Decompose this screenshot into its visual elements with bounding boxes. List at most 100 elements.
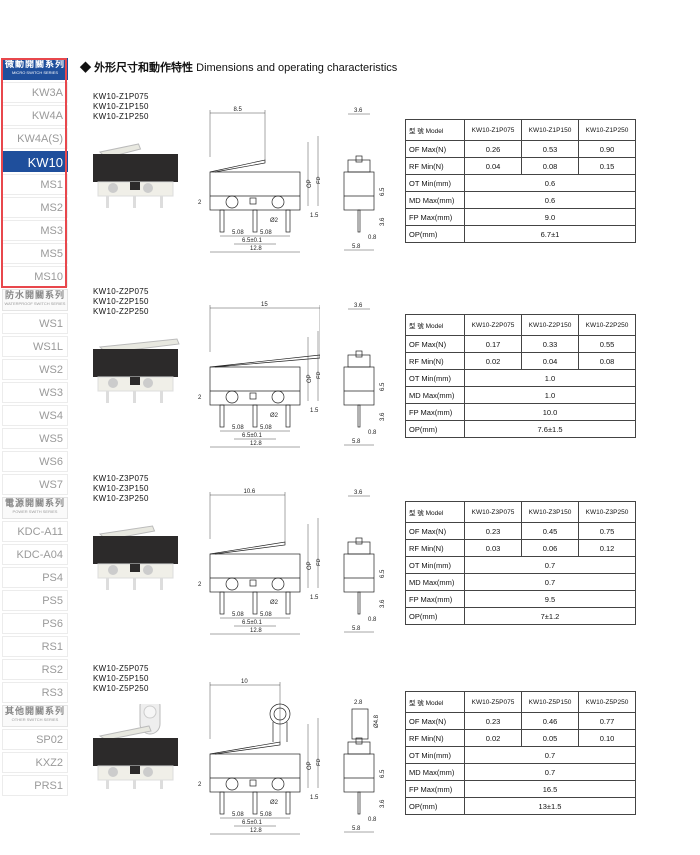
front-dimension-drawing: 10.6 OP FP 1.5 2 Ø2 5.08 5.08 6.5±0.1 12… xyxy=(198,489,320,635)
pitch-1: 5.08 xyxy=(232,425,244,431)
group-title-cn: 其他開關系列 xyxy=(4,706,65,716)
lever-length-label: 15 xyxy=(261,302,268,308)
row-label: MD Max(mm) xyxy=(405,573,465,591)
sidebar-item-ws1[interactable]: WS1 xyxy=(2,313,68,334)
sidebar-item-ws7[interactable]: WS7 xyxy=(2,474,68,495)
model-name: KW10-Z5P075 xyxy=(464,691,522,713)
sidebar-item-ws6[interactable]: WS6 xyxy=(2,451,68,472)
md-value: 0.6 xyxy=(464,191,636,209)
diamond-bullet-icon: ◆ xyxy=(80,62,91,74)
of-value: 0.46 xyxy=(521,712,579,730)
of-value: 0.23 xyxy=(464,522,522,540)
model-name: KW10-Z5P250 xyxy=(578,691,636,713)
dim-2: 2 xyxy=(198,782,202,788)
pitch-2: 5.08 xyxy=(260,230,272,236)
fp-label: FP xyxy=(317,176,320,184)
switch-photo xyxy=(93,525,178,590)
row-label: OF Max(N) xyxy=(405,140,465,158)
group-title-en: OTHER SWITCH SERIES xyxy=(11,717,59,722)
dim-2: 2 xyxy=(198,582,202,588)
sidebar-item-ws1l[interactable]: WS1L xyxy=(2,336,68,357)
pin-spacing: 6.5±0.1 xyxy=(242,620,263,626)
sidebar-item-ps5[interactable]: PS5 xyxy=(2,590,68,611)
op-value: 13±1.5 xyxy=(464,797,636,815)
pin-width-label: 0.8 xyxy=(368,817,377,823)
rf-value: 0.08 xyxy=(578,352,636,370)
model-label: KW10-Z2P075 xyxy=(93,287,149,296)
model-name: KW10-Z1P250 xyxy=(578,119,636,141)
of-value: 0.45 xyxy=(521,522,579,540)
front-dimension-drawing: 15 OP FP 1.5 2 Ø2 5.08 5.08 6.5±0.1 12.8 xyxy=(198,302,320,448)
model-name: KW10-Z3P250 xyxy=(578,501,636,523)
length-label: 12.8 xyxy=(250,441,262,447)
front-dimension-drawing: 10 OP FP 1.5 2 Ø2 5.08 5.08 6.5±0.1 12.8 xyxy=(198,679,320,835)
sidebar-item-prs1[interactable]: PRS1 xyxy=(2,775,68,796)
sidebar-item-ps6[interactable]: PS6 xyxy=(2,613,68,634)
model-label: KW10-Z2P150 xyxy=(93,297,149,306)
sidebar-item-ws3[interactable]: WS3 xyxy=(2,382,68,403)
pitch-2: 5.08 xyxy=(260,612,272,618)
group-title-cn: 微動開關系列 xyxy=(4,59,65,69)
op-label: OP xyxy=(307,179,313,188)
sidebar-item-kdc-a11[interactable]: KDC-A11 xyxy=(2,521,68,542)
hole-dia: Ø2 xyxy=(270,413,279,419)
model-label: KW10-Z2P250 xyxy=(93,307,149,316)
sidebar-item-rs3[interactable]: RS3 xyxy=(2,682,68,703)
sidebar-item-kdc-a04[interactable]: KDC-A04 xyxy=(2,544,68,565)
hole-dia: Ø2 xyxy=(270,600,279,606)
model-label: KW10-Z3P250 xyxy=(93,494,149,503)
op-label: OP xyxy=(307,761,313,770)
sidebar-item-ws4[interactable]: WS4 xyxy=(2,405,68,426)
fp-value: 16.5 xyxy=(464,780,636,798)
row-label: OT Min(mm) xyxy=(405,746,465,764)
side-dimension-drawing: 2.8Ø4.8 6.5 3.6 0.8 5.8 xyxy=(343,700,386,833)
model-name: KW10-Z2P075 xyxy=(464,314,522,336)
pitch-1: 5.08 xyxy=(232,812,244,818)
model-label: KW10-Z5P250 xyxy=(93,684,149,693)
sidebar-item-ws2[interactable]: WS2 xyxy=(2,359,68,380)
sidebar-item-ps4[interactable]: PS4 xyxy=(2,567,68,588)
depth-label: 5.8 xyxy=(352,439,361,445)
fp-label: FP xyxy=(317,758,320,766)
fp-value: 9.5 xyxy=(464,590,636,608)
roller-width: 2.8 xyxy=(354,700,363,706)
sidebar-item-ws5[interactable]: WS5 xyxy=(2,428,68,449)
pin-length-label: 3.6 xyxy=(380,412,386,421)
op-value: 7.6±1.5 xyxy=(464,420,636,438)
sidebar-item-kw10[interactable]: KW10 xyxy=(2,151,68,172)
rf-value: 0.05 xyxy=(521,729,579,747)
sidebar-item-sp02[interactable]: SP02 xyxy=(2,729,68,750)
row-label: OT Min(mm) xyxy=(405,369,465,387)
row-label: OT Min(mm) xyxy=(405,174,465,192)
model-label: KW10-Z5P150 xyxy=(93,674,149,683)
ot-value: 0.7 xyxy=(464,556,636,574)
length-label: 12.8 xyxy=(250,246,262,252)
row-label: FP Max(mm) xyxy=(405,590,465,608)
switch-photo xyxy=(93,338,180,403)
of-value: 0.90 xyxy=(578,140,636,158)
row-label: OP(mm) xyxy=(405,225,465,243)
hole-dia: Ø2 xyxy=(270,800,279,806)
pitch-2: 5.08 xyxy=(260,812,272,818)
model-label: KW10-Z5P075 xyxy=(93,664,149,673)
rf-value: 0.04 xyxy=(464,157,522,175)
pin-spacing: 6.5±0.1 xyxy=(242,238,263,244)
sidebar-item-rs1[interactable]: RS1 xyxy=(2,636,68,657)
sidebar-item-rs2[interactable]: RS2 xyxy=(2,659,68,680)
sidebar-item-kxz2[interactable]: KXZ2 xyxy=(2,752,68,773)
